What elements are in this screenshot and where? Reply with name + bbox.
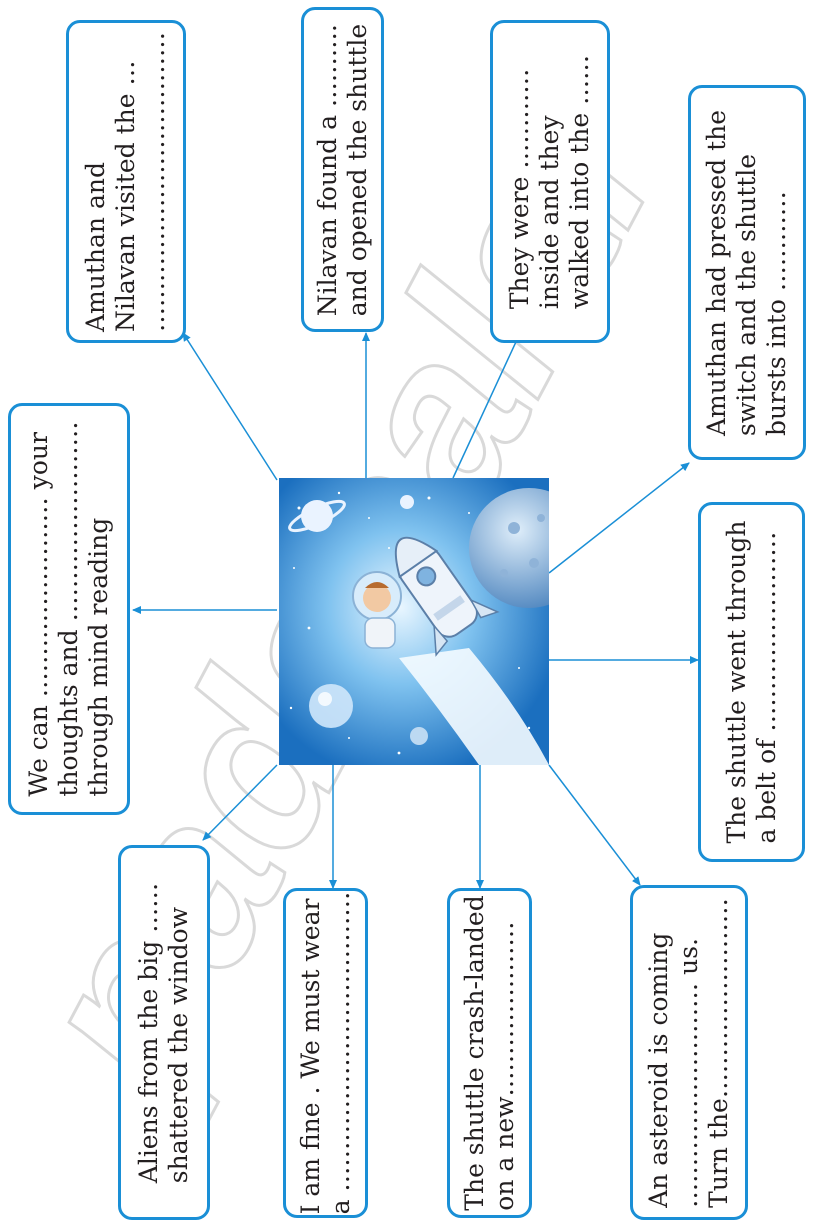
box-text: They were ………… inside and they walked in…	[505, 54, 594, 309]
box-text: The shuttle crash-landed on a new…………………	[459, 895, 519, 1211]
space-shuttle-illustration	[279, 478, 549, 765]
box-text: Amuthan and Nilavan visited the … …………………	[81, 31, 170, 332]
box-asteroid: An asteroid is coming ……………………… us. Turn…	[630, 885, 748, 1220]
box-visited: Amuthan and Nilavan visited the … …………………	[66, 20, 186, 343]
box-text: Amuthan had pressed the switch and the s…	[702, 109, 791, 436]
arrow-to-visited	[182, 332, 278, 481]
box-found: Nilavan found a ………. and opened the shut…	[301, 7, 384, 332]
box-text: I am fine . We must wear a ………………………………	[295, 891, 355, 1215]
arrow-to-asteroid	[548, 764, 641, 886]
box-text: Nilavan found a ………. and opened the shut…	[312, 23, 372, 316]
box-wear: I am fine . We must wear a ………………………………	[283, 888, 368, 1218]
box-mind-reading: We can …………………… your thoughts and …………………	[8, 403, 130, 815]
box-belt: The shuttle went through a belt of ………………	[698, 502, 805, 862]
box-pressed: Amuthan had pressed the switch and the s…	[688, 85, 806, 460]
arrow-to-aliens	[202, 764, 278, 841]
box-text: We can …………………… your thoughts and …………………	[24, 421, 113, 797]
box-text: Aliens from the big …… shattered the win…	[134, 882, 193, 1183]
arrow-to-inside	[452, 330, 522, 479]
box-crash: The shuttle crash-landed on a new…………………	[447, 888, 532, 1218]
box-text: The shuttle went through a belt of ………………	[721, 520, 781, 844]
box-inside: They were ………… inside and they walked in…	[490, 20, 610, 343]
arrow-to-pressed	[548, 462, 690, 574]
box-aliens: Aliens from the big …… shattered the win…	[118, 845, 210, 1220]
box-text: An asteroid is coming ……………………… us. Turn…	[644, 897, 733, 1208]
